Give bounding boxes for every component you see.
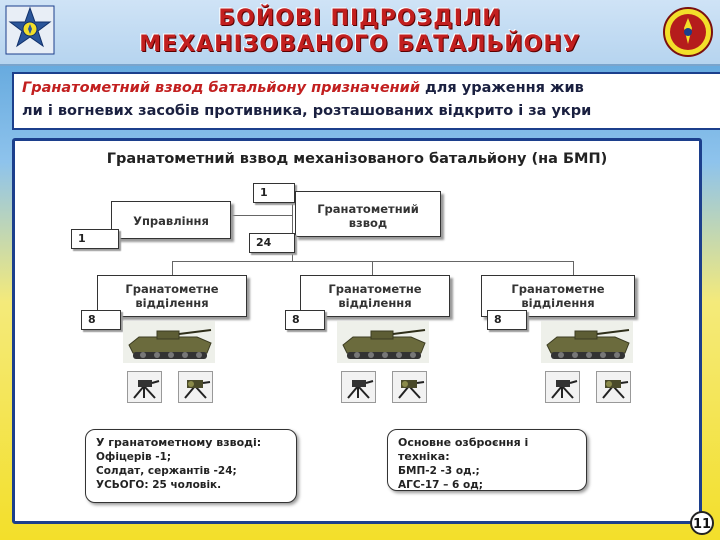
intro-line2: ли і вогневих засобів противника, розташ…: [22, 103, 592, 119]
bmp-vehicle-icon: [337, 321, 429, 363]
squad-count-3: 8: [487, 310, 527, 330]
platoon-soldiers-count: 24: [249, 233, 295, 253]
org-chart: 1 Гранатометний взвод 24 Управління 1 Гр…: [15, 141, 699, 521]
intro-text: Гранатометний взвод батальйону призначен…: [12, 72, 720, 130]
ags-grenade-launcher-icon: [127, 371, 162, 403]
slide-title-line1: БОЙОВІ ПІДРОЗДІЛИ: [218, 6, 502, 31]
squad-box-2: Гранатометне відділення: [300, 275, 450, 317]
personnel-line: Офіцерів -1;: [96, 451, 172, 463]
connector-management: [230, 215, 292, 216]
management-box: Управління: [111, 201, 231, 239]
ags-grenade-launcher-icon: [392, 371, 427, 403]
ags-grenade-launcher-icon: [545, 371, 580, 403]
page-number: 11: [690, 511, 714, 535]
personnel-line: УСЬОГО: 25 чоловік.: [96, 479, 222, 491]
intro-emphasis: Гранатометний взвод батальйону призначен…: [22, 80, 420, 96]
slide-title-line2: МЕХАНІЗОВАНОГО БАТАЛЬЙОНУ: [139, 32, 581, 57]
equipment-line: АГС-17 – 6 од;: [398, 479, 483, 491]
army-emblem-icon: [663, 7, 713, 57]
border-guard-emblem-icon: [5, 5, 55, 55]
equipment-heading: Основне озброєння і техніка:: [398, 436, 529, 463]
org-chart-title: Гранатометний взвод механізованого батал…: [106, 151, 608, 167]
bmp-vehicle-icon: [123, 321, 215, 363]
intro-rest-line1: для ураження жив: [420, 80, 584, 96]
squad-count-2: 8: [285, 310, 325, 330]
personnel-heading: У гранатометному взводі:: [96, 436, 262, 449]
connector-squad-2: [372, 261, 373, 275]
ags-grenade-launcher-icon: [178, 371, 213, 403]
squad-box-1: Гранатометне відділення: [97, 275, 247, 317]
equipment-summary: Основне озброєння і техніка: БМП-2 -3 од…: [387, 429, 587, 491]
ags-grenade-launcher-icon: [596, 371, 631, 403]
personnel-line: Солдат, сержантів -24;: [96, 465, 237, 477]
management-count: 1: [71, 229, 119, 249]
bmp-vehicle-icon: [541, 321, 633, 363]
platoon-officers-count: 1: [253, 183, 295, 203]
platoon-box: Гранатометний взвод: [295, 191, 441, 237]
connector-squad-1: [172, 261, 173, 275]
squad-count-1: 8: [81, 310, 121, 330]
equipment-line: БМП-2 -3 од.;: [398, 465, 480, 477]
connector-squad-3: [573, 261, 574, 275]
connector-trunk: [292, 203, 293, 261]
personnel-summary: У гранатометному взводі: Офіцерів -1; Со…: [85, 429, 297, 503]
ags-grenade-launcher-icon: [341, 371, 376, 403]
org-chart-panel: Гранатометний взвод механізованого батал…: [12, 138, 702, 524]
title-bar: БОЙОВІ ПІДРОЗДІЛИ МЕХАНІЗОВАНОГО БАТАЛЬЙ…: [0, 0, 720, 66]
